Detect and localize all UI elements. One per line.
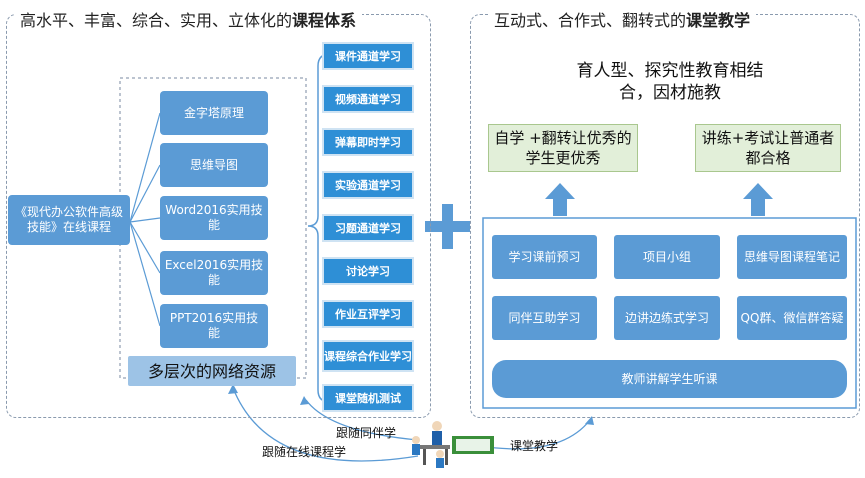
- course-label: 《现代办公软件高级技能》在线课程: [14, 205, 123, 234]
- headline: 育人型、探究性教育相结合，因材施教: [560, 60, 780, 104]
- module-label: Word2016实用技能: [165, 203, 263, 232]
- teacher-lecture-bar: 教师讲解学生听课: [492, 360, 847, 398]
- channel-item: 课堂随机测试: [322, 384, 414, 412]
- channel-item: 作业互评学习: [322, 300, 414, 328]
- channel-item: 弹幕即时学习: [322, 128, 414, 156]
- channel-label: 弹幕即时学习: [335, 135, 401, 149]
- plus-icon: [425, 204, 470, 249]
- follow-online-label: 跟随在线课程学: [262, 445, 347, 459]
- people-figure-icon: [412, 421, 494, 468]
- channel-label: 课程综合作业学习: [324, 349, 412, 363]
- headline-text: 育人型、探究性教育相结合，因材施教: [576, 61, 764, 103]
- method-label: QQ群、微信群答疑: [740, 310, 844, 325]
- channel-label: 实验通道学习: [335, 178, 401, 192]
- method-label: 边讲边练式学习: [624, 310, 709, 325]
- channel-item: 课件通道学习: [322, 42, 414, 70]
- module-label: 金字塔原理: [183, 105, 244, 120]
- network-resources-box: 多层次的网络资源: [128, 356, 296, 386]
- channel-item: 讨论学习: [322, 257, 414, 285]
- module-label: PPT2016实用技能: [169, 311, 259, 340]
- method-peer-help: 同伴互助学习: [492, 296, 597, 340]
- channel-item: 视频通道学习: [322, 85, 414, 113]
- practice-exam-label: 讲练+考试让普通者都合格: [701, 129, 835, 167]
- method-label: 学习课前预习: [508, 249, 581, 264]
- channel-item: 习题通道学习: [322, 214, 414, 242]
- channel-item: 实验通道学习: [322, 171, 414, 199]
- method-mindmap-notes: 思维导图课程笔记: [737, 235, 847, 279]
- method-project-group: 项目小组: [614, 235, 720, 279]
- module-excel: Excel2016实用技能: [160, 251, 268, 295]
- course-system-title: 高水平、丰富、综合、实用、立体化的课程体系: [14, 7, 363, 31]
- follow-peer-label: 跟随同伴学: [336, 426, 397, 440]
- course-box: 《现代办公软件高级技能》在线课程: [8, 195, 130, 245]
- teacher-lecture-label: 教师讲解学生听课: [621, 371, 718, 386]
- method-label: 思维导图课程笔记: [743, 249, 840, 264]
- channel-label: 课件通道学习: [335, 49, 401, 63]
- channel-item: 课程综合作业学习: [322, 340, 414, 372]
- module-pyramid: 金字塔原理: [160, 91, 268, 135]
- method-preview: 学习课前预习: [492, 235, 597, 279]
- module-label: Excel2016实用技能: [164, 258, 264, 287]
- channel-label: 视频通道学习: [335, 92, 401, 106]
- self-study-flip-box: 自学 +翻转让优秀的学生更优秀: [488, 124, 638, 172]
- module-ppt: PPT2016实用技能: [160, 304, 268, 348]
- network-resources-label: 多层次的网络资源: [147, 361, 276, 381]
- classroom-teaching-title-bold: 课堂教学: [686, 11, 751, 30]
- method-label: 同伴互助学习: [508, 310, 581, 325]
- method-qq-wechat: QQ群、微信群答疑: [737, 296, 847, 340]
- method-label: 项目小组: [642, 249, 691, 264]
- up-arrow-icon: [545, 183, 773, 216]
- course-system-title-bold: 课程体系: [292, 11, 357, 30]
- method-lecture-practice: 边讲边练式学习: [614, 296, 720, 340]
- classroom-teaching-title: 互动式、合作式、翻转式的课堂教学: [488, 7, 757, 31]
- channel-label: 作业互评学习: [335, 307, 401, 321]
- course-system-title-text: 高水平、丰富、综合、实用、立体化的: [20, 11, 293, 30]
- channel-label: 习题通道学习: [335, 221, 401, 235]
- module-label: 思维导图: [189, 157, 238, 172]
- module-mindmap: 思维导图: [160, 143, 268, 187]
- practice-exam-box: 讲练+考试让普通者都合格: [695, 124, 841, 172]
- self-study-flip-label: 自学 +翻转让优秀的学生更优秀: [494, 129, 632, 167]
- module-word: Word2016实用技能: [160, 196, 268, 240]
- classroom-label: 课堂教学: [510, 439, 559, 453]
- channel-label: 课堂随机测试: [335, 391, 401, 405]
- classroom-teaching-title-text: 互动式、合作式、翻转式的: [494, 11, 687, 30]
- channel-label: 讨论学习: [346, 264, 390, 278]
